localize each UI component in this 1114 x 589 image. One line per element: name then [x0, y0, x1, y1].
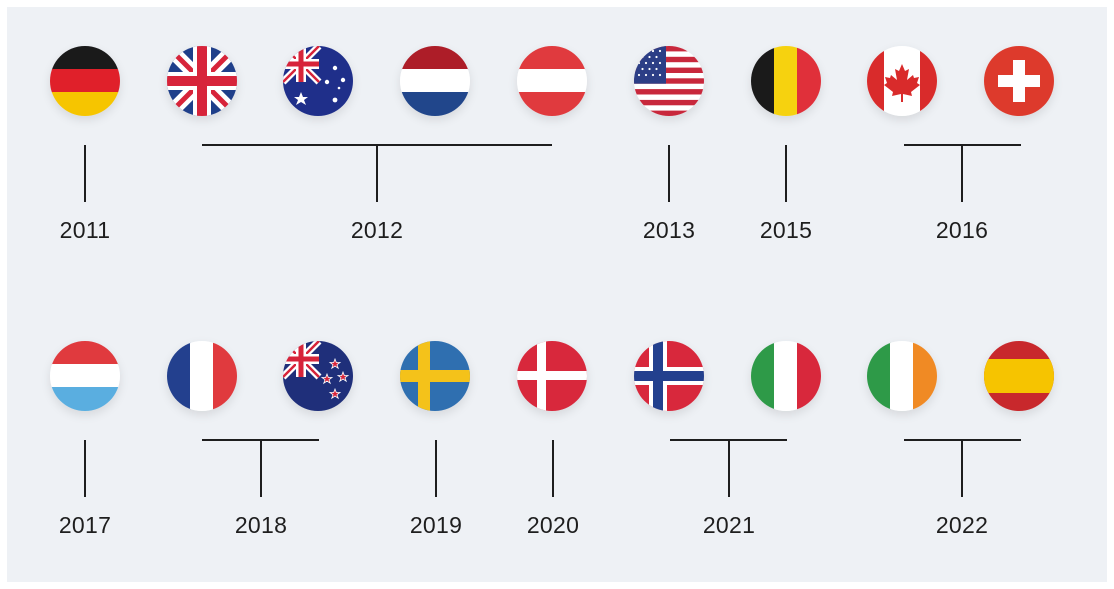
bracket-line-2012: [202, 144, 552, 146]
connector-line-2022: [961, 440, 963, 497]
year-label: 2019: [409, 512, 463, 538]
usa-flag-icon: [634, 46, 704, 116]
year-label: 2013: [642, 217, 696, 243]
year-label: 2018: [234, 512, 288, 538]
connector-line-2017: [84, 440, 86, 497]
netherlands-flag-icon: [400, 46, 470, 116]
australia-flag-icon: [283, 46, 353, 116]
year-label: 2011: [59, 217, 111, 243]
belgium-flag-icon: [751, 46, 821, 116]
connector-line-2020: [552, 440, 554, 497]
connector-line-2012: [376, 145, 378, 202]
connector-line-2016: [961, 145, 963, 202]
connector-line-2011: [84, 145, 86, 202]
bracket-line-2021: [670, 439, 787, 441]
switzerland-flag-icon: [984, 46, 1054, 116]
year-label: 2021: [702, 512, 756, 538]
year-label: 2015: [759, 217, 813, 243]
norway-flag-icon: [634, 341, 704, 411]
bracket-line-2018: [202, 439, 319, 441]
bracket-line-2022: [904, 439, 1021, 441]
year-label: 2016: [935, 217, 989, 243]
austria-flag-icon: [517, 46, 587, 116]
connector-line-2019: [435, 440, 437, 497]
year-label: 2022: [935, 512, 989, 538]
luxembourg-flag-icon: [50, 341, 120, 411]
denmark-flag-icon: [517, 341, 587, 411]
year-label: 2020: [526, 512, 580, 538]
new-zealand-flag-icon: [283, 341, 353, 411]
connector-line-2013: [668, 145, 670, 202]
germany-flag-icon: [50, 46, 120, 116]
connector-line-2021: [728, 440, 730, 497]
uk-flag-icon: [167, 46, 237, 116]
connector-line-2015: [785, 145, 787, 202]
canada-flag-icon: [867, 46, 937, 116]
spain-flag-icon: [984, 341, 1054, 411]
sweden-flag-icon: [400, 341, 470, 411]
bracket-line-2016: [904, 144, 1021, 146]
france-flag-icon: [167, 341, 237, 411]
ireland-flag-icon: [867, 341, 937, 411]
year-label: 2012: [350, 217, 404, 243]
connector-line-2018: [260, 440, 262, 497]
year-label: 2017: [58, 512, 112, 538]
italy-flag-icon: [751, 341, 821, 411]
